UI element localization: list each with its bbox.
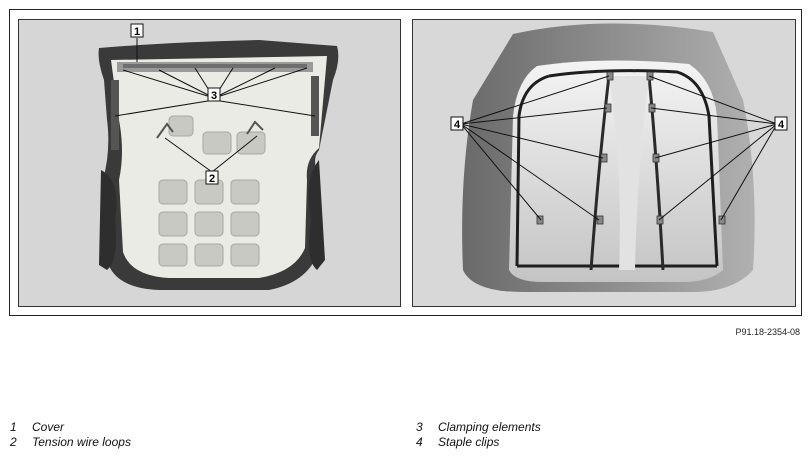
legend-text: Clamping elements (438, 420, 541, 434)
legend-text: Tension wire loops (32, 435, 131, 449)
figure-frame: 1 3 2 (9, 9, 802, 316)
callout-1: 1 (134, 26, 140, 38)
figure-code: P91.18-2354-08 (735, 327, 800, 337)
legend-number: 1 (10, 420, 17, 434)
callout-4-right: 4 (778, 119, 785, 131)
legend-number: 2 (10, 435, 17, 449)
legend-text: Cover (32, 420, 65, 434)
legend-item: 1 Cover (10, 420, 131, 435)
legend-number: 3 (416, 420, 423, 434)
callout-2: 2 (209, 173, 215, 185)
seat-cushion-illustration: 4 4 (413, 20, 795, 306)
seat-base-panel: 1 3 2 (18, 19, 401, 307)
legend-item: 4 Staple clips (416, 435, 541, 450)
legend-right: 3 Clamping elements 4 Staple clips (416, 420, 541, 450)
callout-3: 3 (211, 90, 217, 102)
legend-text: Staple clips (438, 435, 500, 449)
seat-cushion-panel: 4 4 (412, 19, 796, 307)
legend-number: 4 (416, 435, 423, 449)
legend-left: 1 Cover 2 Tension wire loops (10, 420, 131, 450)
legend-item: 3 Clamping elements (416, 420, 541, 435)
callout-4-left: 4 (454, 119, 461, 131)
seat-base-illustration: 1 3 2 (19, 20, 400, 306)
legend-item: 2 Tension wire loops (10, 435, 131, 450)
